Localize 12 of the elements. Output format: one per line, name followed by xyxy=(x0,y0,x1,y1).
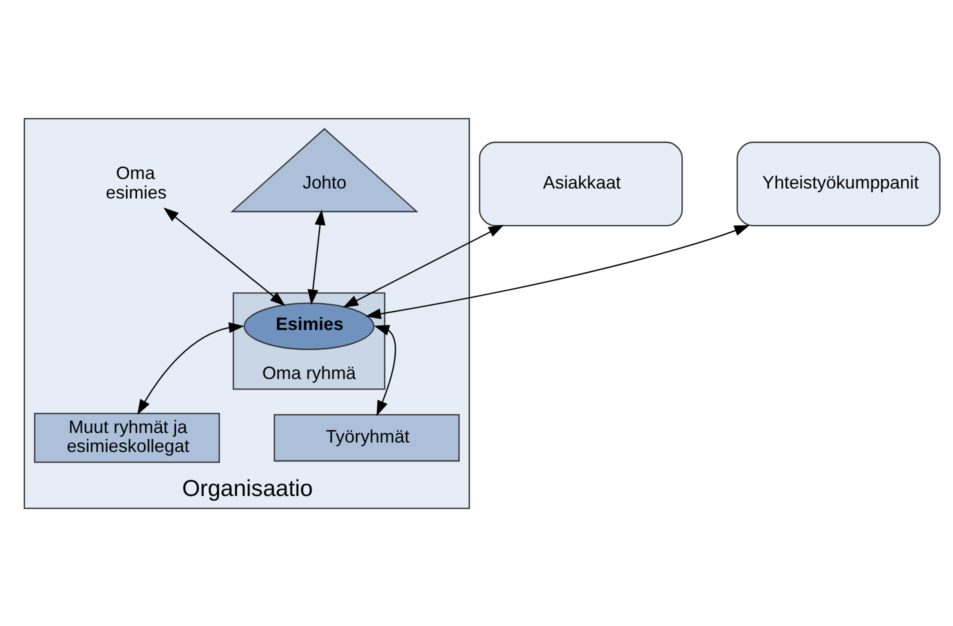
node-text: Oma esimies xyxy=(105,162,166,202)
node-box: Muut ryhmät ja esimieskollegat xyxy=(34,412,220,462)
arrow xyxy=(162,206,285,306)
arrow xyxy=(136,322,244,414)
arrow xyxy=(342,224,504,308)
node-box: Yhteistyökumppanit xyxy=(736,141,940,226)
node-box: Asiakkaat xyxy=(478,141,682,226)
node-box: Työryhmät xyxy=(273,414,460,462)
arrow xyxy=(365,224,750,319)
node-ellipse: Esimies xyxy=(243,302,374,350)
arrow xyxy=(373,324,396,416)
arrow xyxy=(307,209,325,304)
